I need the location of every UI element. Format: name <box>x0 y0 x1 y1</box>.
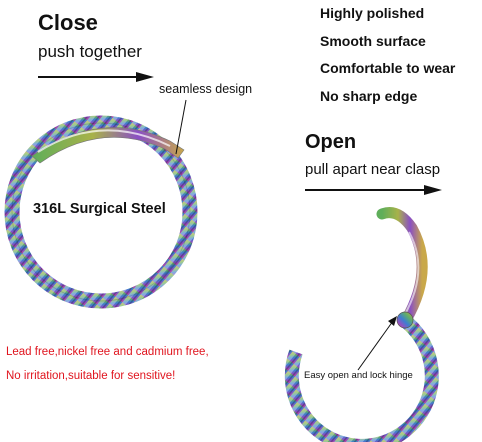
feature-list: Highly polished Smooth surface Comfortab… <box>320 0 455 110</box>
arrow-close <box>38 72 154 82</box>
material-label: 316L Surgical Steel <box>33 201 166 217</box>
seamless-label: seamless design <box>159 82 253 96</box>
hinge-label: Easy open and lock hinge <box>304 370 413 381</box>
warning-line: Lead free,nickel free and cadmium free, <box>6 346 209 358</box>
seamless-pointer <box>175 99 187 155</box>
close-subtitle: push together <box>38 42 142 61</box>
closed-ring <box>4 115 198 309</box>
feature-item: Highly polished <box>320 5 425 21</box>
open-subtitle: pull apart near clasp <box>305 161 441 178</box>
open-ring <box>284 207 439 442</box>
feature-item: Smooth surface <box>320 32 426 49</box>
hinge-pointer <box>357 316 397 371</box>
feature-item: Comfortable to wear <box>320 60 456 76</box>
close-title: Close <box>38 10 98 35</box>
warning-line: No irritation,suitable for sensitive! <box>6 370 176 382</box>
arrow-open <box>305 185 442 195</box>
open-title: Open <box>305 131 357 153</box>
feature-item: No sharp edge <box>320 87 418 104</box>
